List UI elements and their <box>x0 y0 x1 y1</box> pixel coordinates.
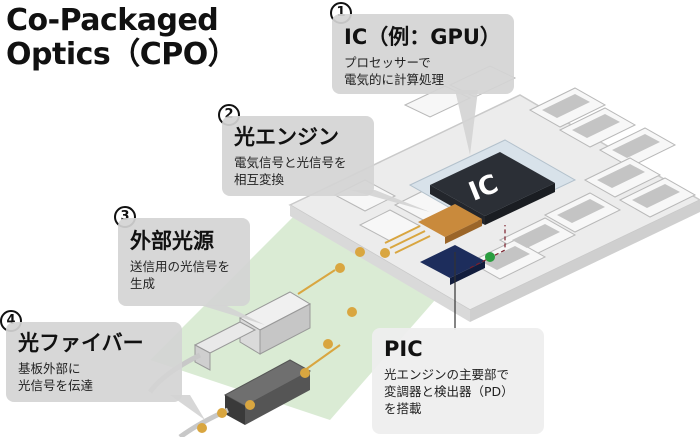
green-marker <box>485 252 495 262</box>
callout-pic-desc-line-2: 変調器と検出器（PD） <box>384 384 514 399</box>
callout-ic-desc-line-2: 電気的に計算処理 <box>344 72 445 87</box>
title-line-1: Co-Packaged <box>6 3 219 38</box>
callout-pic-heading: PIC <box>384 337 423 361</box>
pic-block <box>420 245 485 278</box>
page-title: Co-Packaged Optics（CPO） <box>6 4 246 72</box>
callout-light-source: 外部光源 送信用の光信号を 生成 <box>118 218 250 306</box>
callout-pic-desc-line-1: 光エンジンの主要部で <box>384 367 510 382</box>
fiber-connector-lower-front <box>225 395 245 425</box>
title-line-2: Optics（CPO） <box>6 37 238 72</box>
callout-pic: PIC 光エンジンの主要部で 変調器と検出器（PD） を搭載 <box>372 328 544 434</box>
callout-light-source-heading: 外部光源 <box>130 229 214 253</box>
ic-chip <box>430 152 555 216</box>
light-source-side <box>259 303 311 355</box>
callout-fiber: 光ファイバー 基板外部に 光信号を伝達 <box>6 322 182 402</box>
callout-fiber-desc: 基板外部に 光信号を伝達 <box>18 360 170 394</box>
substrate-edge-left <box>290 205 470 322</box>
waveguides <box>384 225 431 254</box>
substrate-edge <box>470 200 700 322</box>
callout-ic-desc: プロセッサーで 電気的に計算処理 <box>344 54 502 88</box>
callout-optical-engine-desc-line-2: 相互変換 <box>234 172 285 187</box>
photon-dots <box>197 247 390 433</box>
pic-dashed-link <box>469 225 506 269</box>
callout-pic-desc-line-3: を搭載 <box>384 401 422 416</box>
fiber-connector-lower-side <box>245 371 310 425</box>
callout-4-pointer <box>170 395 205 420</box>
callout-3-pointer <box>200 305 265 325</box>
fiber-line-b <box>304 344 341 371</box>
callout-light-source-desc-line-1: 送信用の光信号を <box>130 259 231 274</box>
callout-optical-engine-heading: 光エンジン <box>234 125 339 149</box>
optical-engine <box>418 204 482 237</box>
fiber-line-a <box>297 269 336 295</box>
ic-chip-side <box>485 183 555 225</box>
optical-engine-side <box>445 219 482 244</box>
callout-1-pointer <box>455 90 478 155</box>
pic-block-side <box>450 261 485 285</box>
callout-pic-desc: 光エンジンの主要部で 変調器と検出器（PD） を搭載 <box>384 366 532 417</box>
callout-fiber-desc-line-2: 光信号を伝達 <box>18 378 94 393</box>
callout-optical-engine-desc-line-1: 電気信号と光信号を <box>234 155 347 170</box>
callout-ic-desc-line-1: プロセッサーで <box>344 55 431 70</box>
callout-2-pointer <box>350 190 430 212</box>
connector-slots <box>482 94 680 270</box>
callout-ic-heading: IC（例：GPU） <box>344 25 501 49</box>
callout-ic: IC（例：GPU） プロセッサーで 電気的に計算処理 <box>332 14 514 94</box>
callout-fiber-heading: 光ファイバー <box>18 331 144 355</box>
callout-light-source-desc-line-2: 生成 <box>130 276 156 291</box>
callout-light-source-desc: 送信用の光信号を 生成 <box>130 258 238 292</box>
callout-optical-engine: 光エンジン 電気信号と光信号を 相互変換 <box>222 116 374 196</box>
callout-optical-engine-desc: 電気信号と光信号を 相互変換 <box>234 154 362 188</box>
callout-fiber-desc-line-1: 基板外部に <box>18 361 81 376</box>
